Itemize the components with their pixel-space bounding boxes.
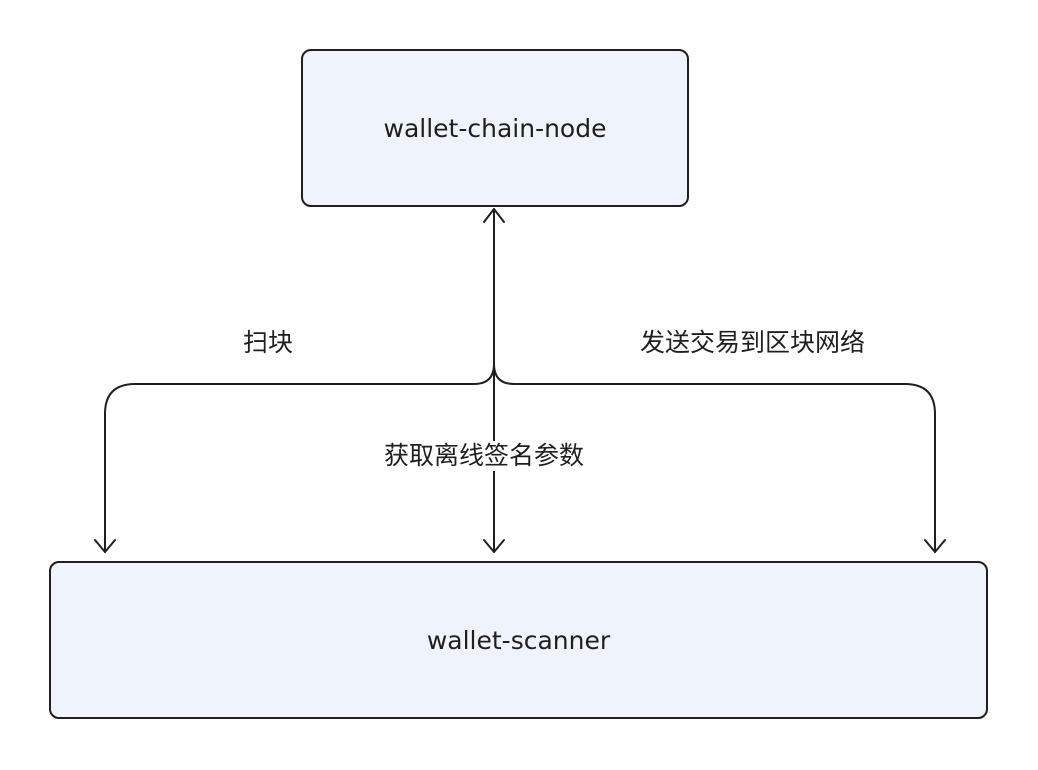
wallet-scanner-box: wallet-scanner [49,561,988,719]
arrowhead-down-center-icon [483,539,505,553]
edge-label-fetch-offline-params: 获取离线签名参数 [382,441,587,471]
arrowhead-down-right-icon [924,539,946,553]
edge-label-scan-blocks: 扫块 [243,328,294,358]
right-branch-edge [493,363,936,553]
left-branch-edge [104,363,495,553]
wallet-chain-node-box: wallet-chain-node [301,49,689,207]
wallet-chain-node-label: wallet-chain-node [383,113,607,143]
wallet-scanner-label: wallet-scanner [426,625,611,655]
arrowhead-down-left-icon [94,539,116,553]
arrowhead-up-icon [483,208,505,223]
edge-label-send-transaction: 发送交易到区块网络 [640,328,866,358]
